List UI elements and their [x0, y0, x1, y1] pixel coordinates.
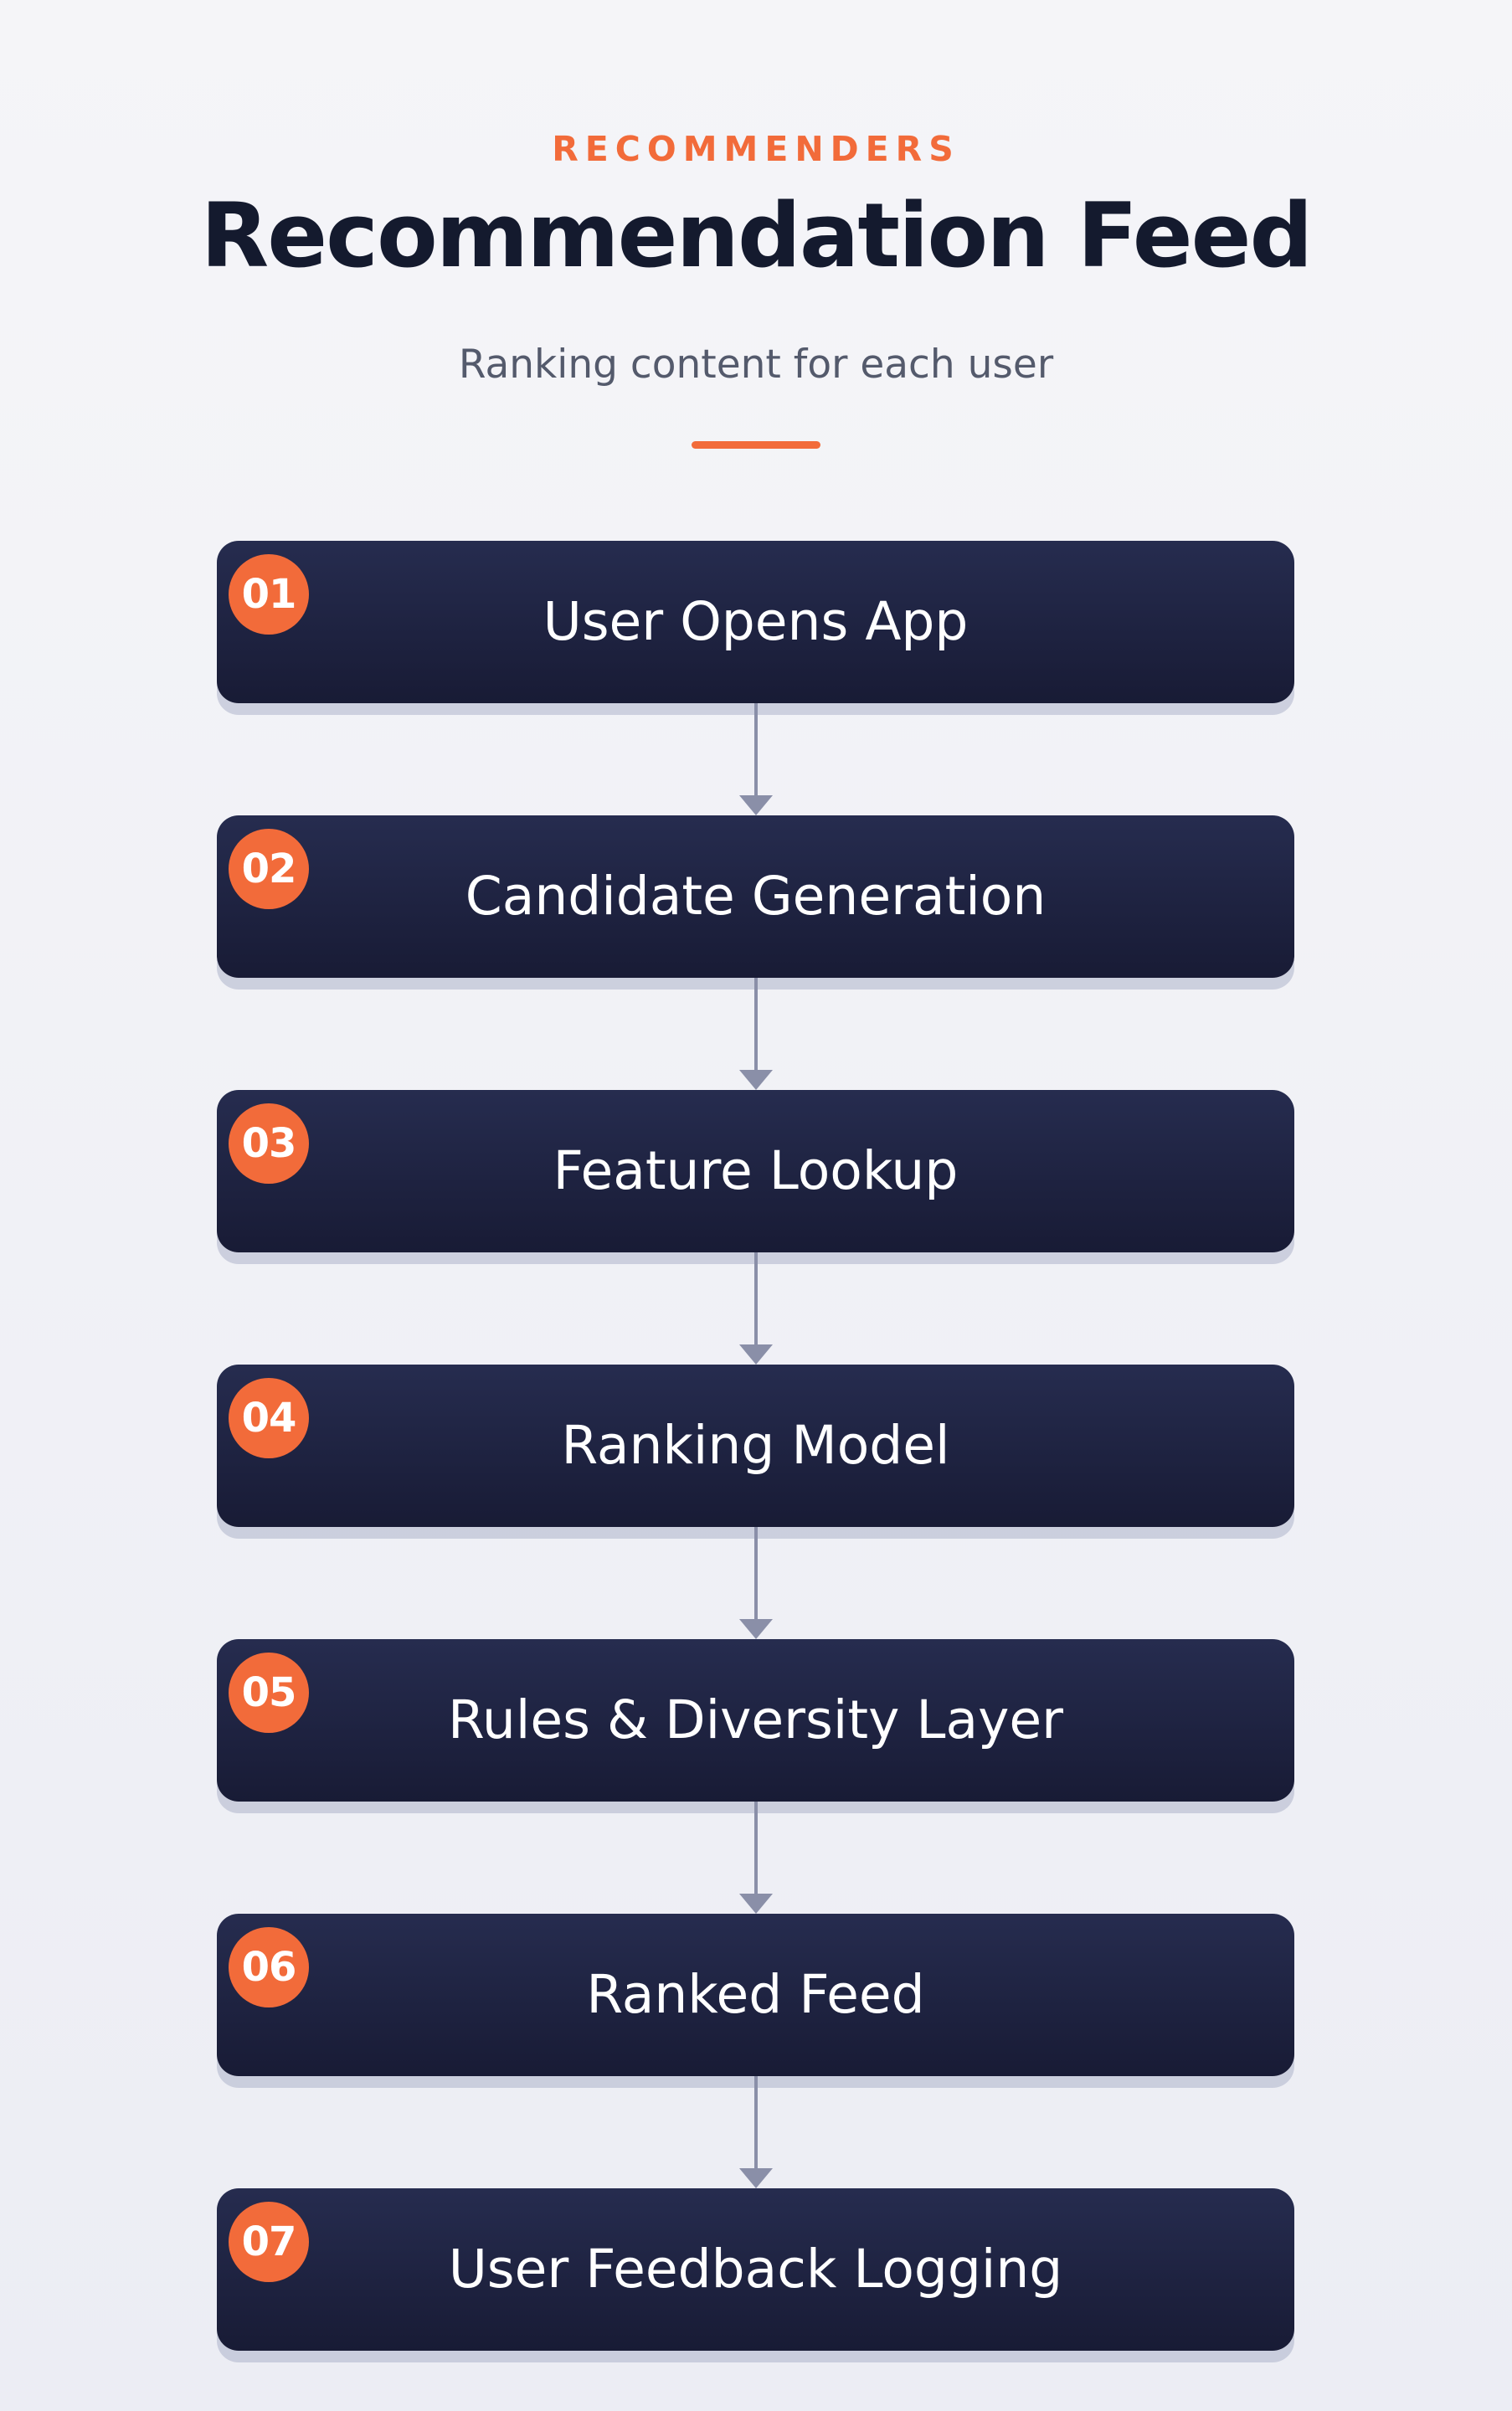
step-number-badge: 04 — [229, 1378, 309, 1458]
step-ranked-feed: 06 Ranked Feed — [217, 1914, 1294, 2076]
step-label: User Opens App — [543, 591, 969, 652]
step-label: Candidate Generation — [465, 866, 1047, 927]
step-label: Feature Lookup — [553, 1140, 959, 1201]
step-candidate-generation: 02 Candidate Generation — [217, 815, 1294, 978]
arrow-down-icon — [739, 1070, 773, 1090]
arrow-connector — [739, 1252, 773, 1365]
step-number-badge: 01 — [229, 554, 309, 635]
step-rules-diversity-layer: 05 Rules & Diversity Layer — [217, 1639, 1294, 1802]
arrow-connector — [739, 1802, 773, 1914]
step-number-badge: 03 — [229, 1103, 309, 1184]
accent-divider — [692, 441, 820, 449]
page-subtitle: Ranking content for each user — [458, 342, 1054, 388]
step-label: Ranking Model — [561, 1415, 950, 1476]
step-user-feedback-logging: 07 User Feedback Logging — [217, 2188, 1294, 2351]
arrow-down-icon — [739, 795, 773, 815]
step-label: Rules & Diversity Layer — [447, 1689, 1064, 1750]
arrow-down-icon — [739, 1619, 773, 1639]
step-label: Ranked Feed — [586, 1964, 925, 2025]
arrow-down-icon — [739, 1894, 773, 1914]
step-number-badge: 06 — [229, 1927, 309, 2007]
step-ranking-model: 04 Ranking Model — [217, 1365, 1294, 1527]
step-user-opens-app: 01 User Opens App — [217, 541, 1294, 703]
arrow-connector — [739, 703, 773, 815]
step-number-badge: 05 — [229, 1653, 309, 1733]
arrow-connector — [739, 978, 773, 1090]
arrow-connector — [739, 2076, 773, 2188]
page-title: Recommendation Feed — [200, 184, 1314, 287]
step-number-badge: 07 — [229, 2202, 309, 2282]
arrow-down-icon — [739, 1344, 773, 1365]
step-number-badge: 02 — [229, 829, 309, 909]
step-label: User Feedback Logging — [448, 2239, 1063, 2300]
arrow-down-icon — [739, 2168, 773, 2188]
step-feature-lookup: 03 Feature Lookup — [217, 1090, 1294, 1252]
eyebrow-label: RECOMMENDERS — [552, 129, 960, 169]
arrow-connector — [739, 1527, 773, 1639]
